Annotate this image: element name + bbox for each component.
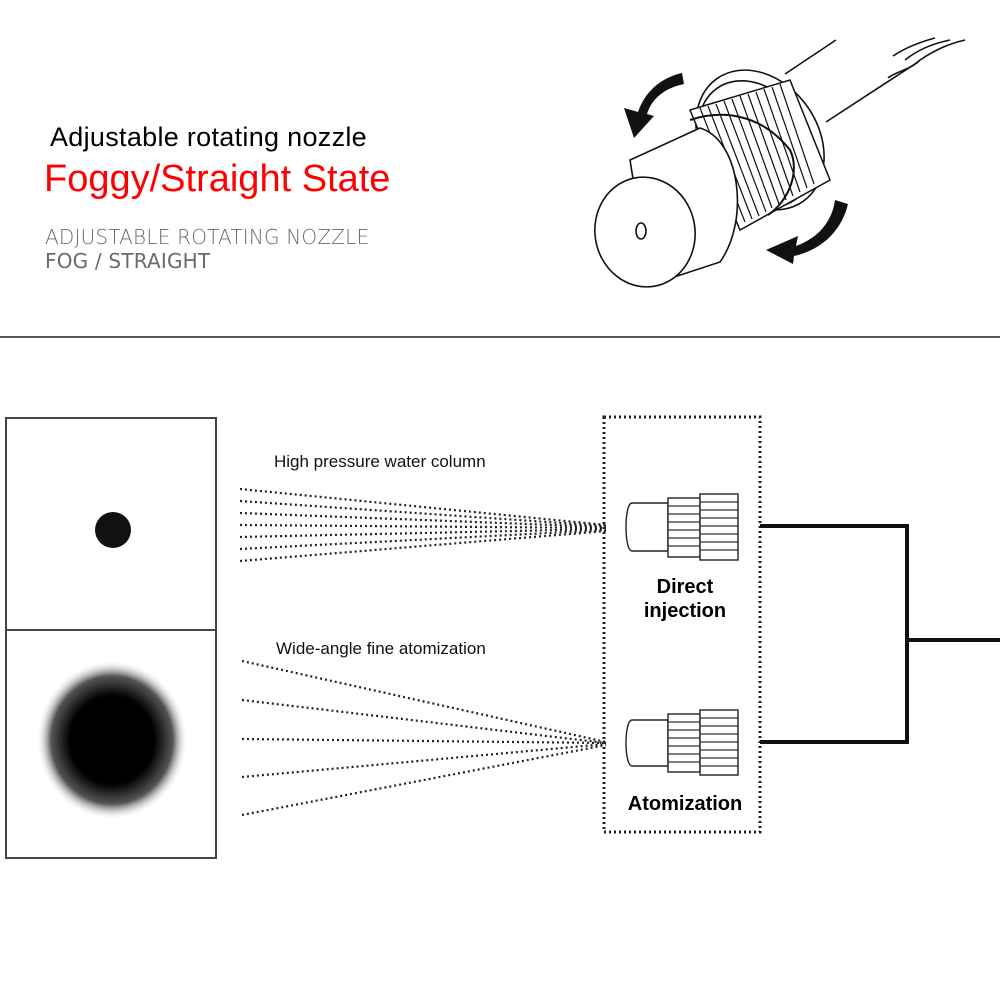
direct-injection-label-line-1: Direct [656,576,714,598]
connector-lines [760,524,1000,744]
nozzle-head [594,127,739,288]
atomization-nozzle-icon [625,709,739,776]
water-column-jet [239,487,607,563]
caption-line-2: FOG / STRAIGHT [45,249,211,273]
solid-spray-dot [95,512,131,548]
atomization-spray-label: Wide-angle fine atomization [276,639,486,658]
pattern-panels [5,417,217,859]
section-divider [0,336,1000,338]
rotate-arrows-icon [624,73,848,264]
atomization-label: Atomization [627,793,743,815]
blurred-spray-dot [36,660,188,820]
direct-injection-label: Direct injection [620,575,750,623]
product-title: Adjustable rotating nozzle [50,122,367,152]
state-subtitle: Foggy/Straight State [44,158,391,200]
atomization-spray [241,659,607,817]
rotating-nozzle-illustration [594,37,966,288]
caption-line-1: ADJUSTABLE ROTATING NOZZLE [45,225,370,249]
direct-injection-nozzle-icon [625,493,739,561]
water-column-label: High pressure water column [274,452,486,471]
direct-injection-label-line-2: injection [643,600,727,622]
